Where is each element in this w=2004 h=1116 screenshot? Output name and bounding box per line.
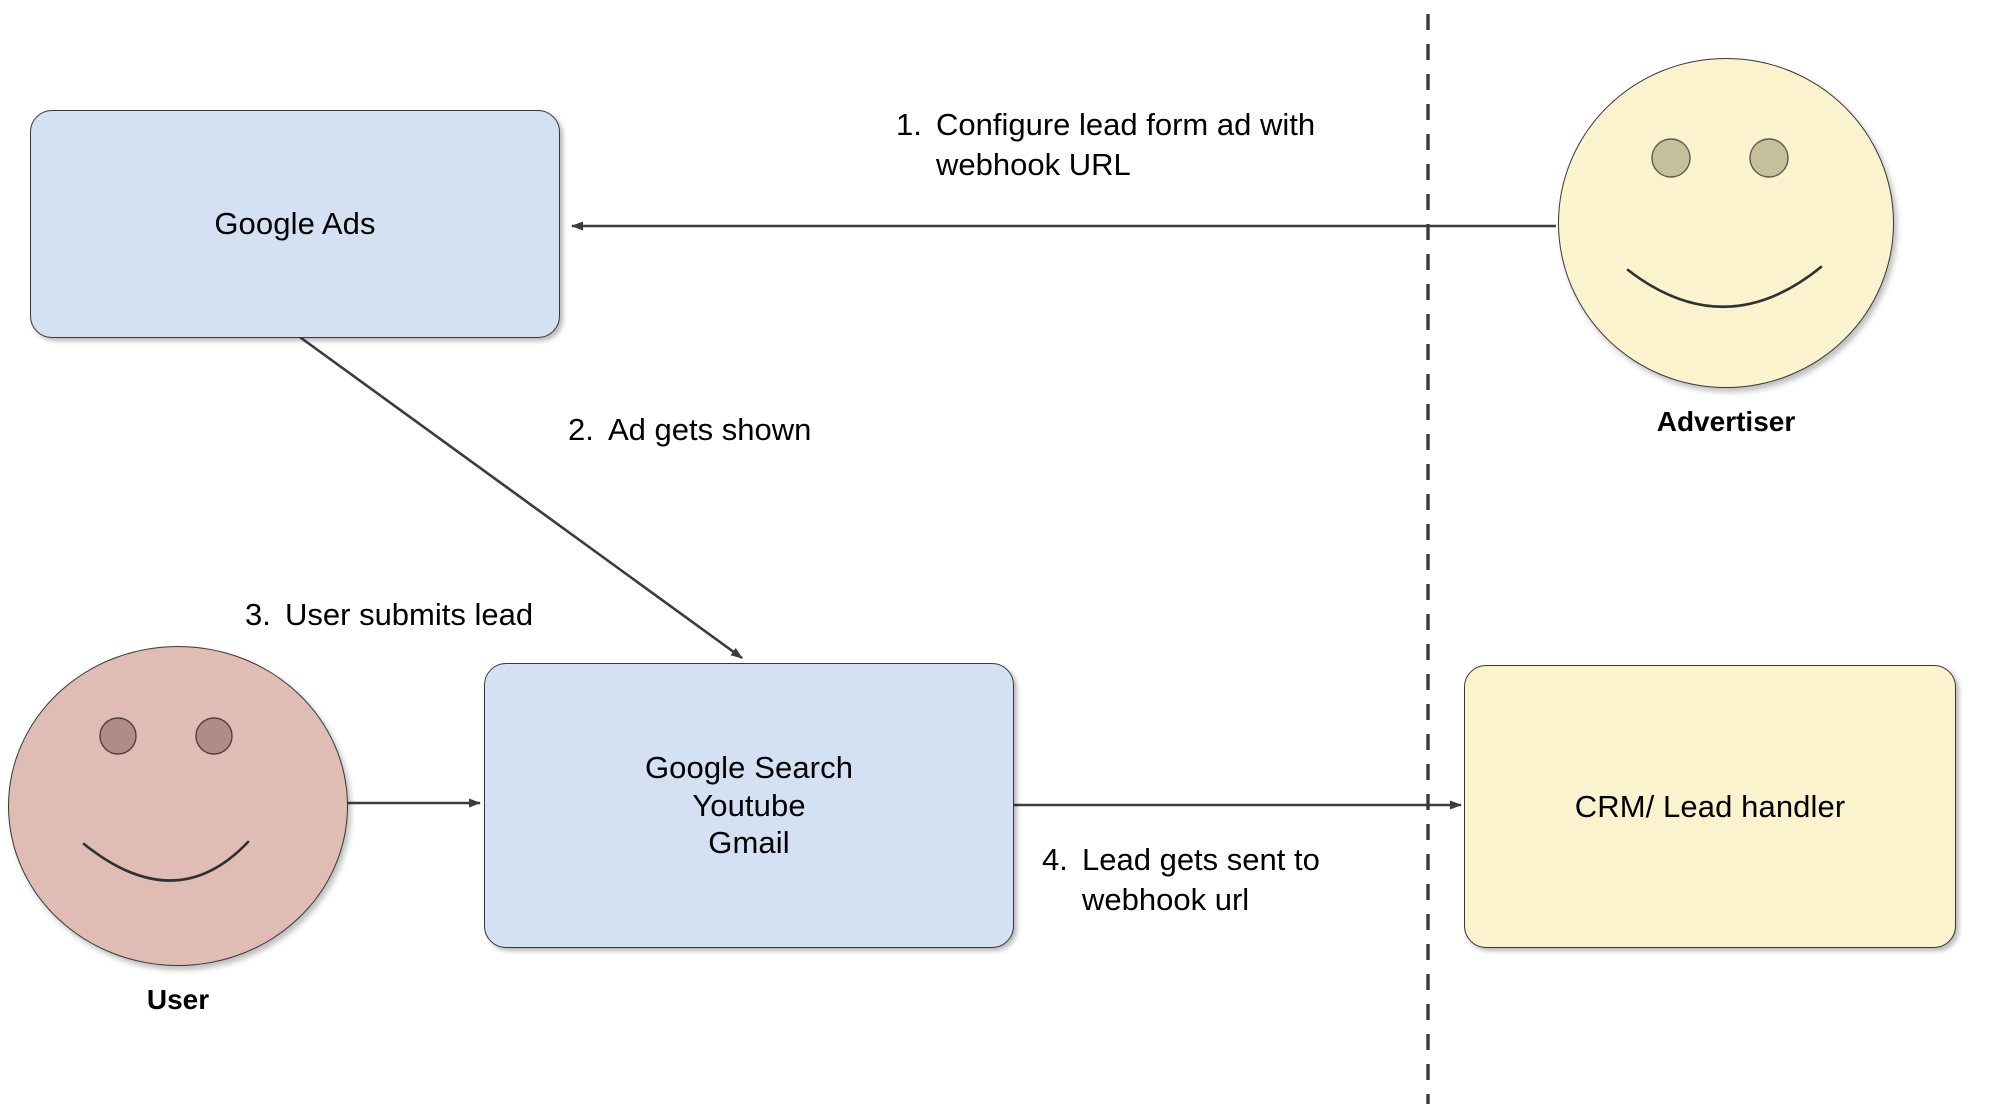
step-4-text: Lead gets sent to webhook url <box>1082 842 1320 917</box>
node-crm[interactable]: CRM/ Lead handler <box>1464 665 1956 948</box>
step-3-number: 3. <box>245 597 271 632</box>
actor-advertiser-caption: Advertiser <box>1656 406 1796 437</box>
user-smile-icon <box>82 840 250 882</box>
node-google-surfaces[interactable]: Google Search Youtube Gmail <box>484 663 1014 948</box>
user-left-eye-icon <box>99 717 137 755</box>
step-2-text: Ad gets shown <box>608 412 812 447</box>
actor-advertiser[interactable]: Advertiser <box>1558 58 1894 448</box>
step-label-2: 2. Ad gets shown <box>568 410 811 450</box>
actor-user[interactable]: User <box>8 646 348 1058</box>
step-1-number: 1. <box>896 107 922 142</box>
advertiser-face-features <box>1626 138 1823 309</box>
step-label-1: 1. Configure lead form ad with webhook U… <box>896 105 1315 184</box>
step-1-text: Configure lead form ad with webhook URL <box>936 107 1316 182</box>
step-2-number: 2. <box>568 412 594 447</box>
node-google-ads[interactable]: Google Ads <box>30 110 560 338</box>
user-face-circle <box>8 646 348 966</box>
step-label-3: 3. User submits lead <box>245 595 533 635</box>
step-4-number: 4. <box>1042 842 1068 877</box>
advertiser-right-eye-icon <box>1749 138 1789 178</box>
advertiser-smile-icon <box>1626 265 1823 309</box>
advertiser-face-circle <box>1558 58 1894 388</box>
step-label-4: 4. Lead gets sent to webhook url <box>1042 840 1320 919</box>
node-google-surfaces-label: Google Search Youtube Gmail <box>644 749 854 861</box>
step-3-text: User submits lead <box>285 597 534 632</box>
user-right-eye-icon <box>195 717 233 755</box>
node-crm-label: CRM/ Lead handler <box>1574 788 1846 824</box>
user-face-features <box>82 717 250 882</box>
advertiser-left-eye-icon <box>1651 138 1691 178</box>
actor-user-caption: User <box>146 984 210 1015</box>
node-google-ads-label: Google Ads <box>214 206 376 242</box>
